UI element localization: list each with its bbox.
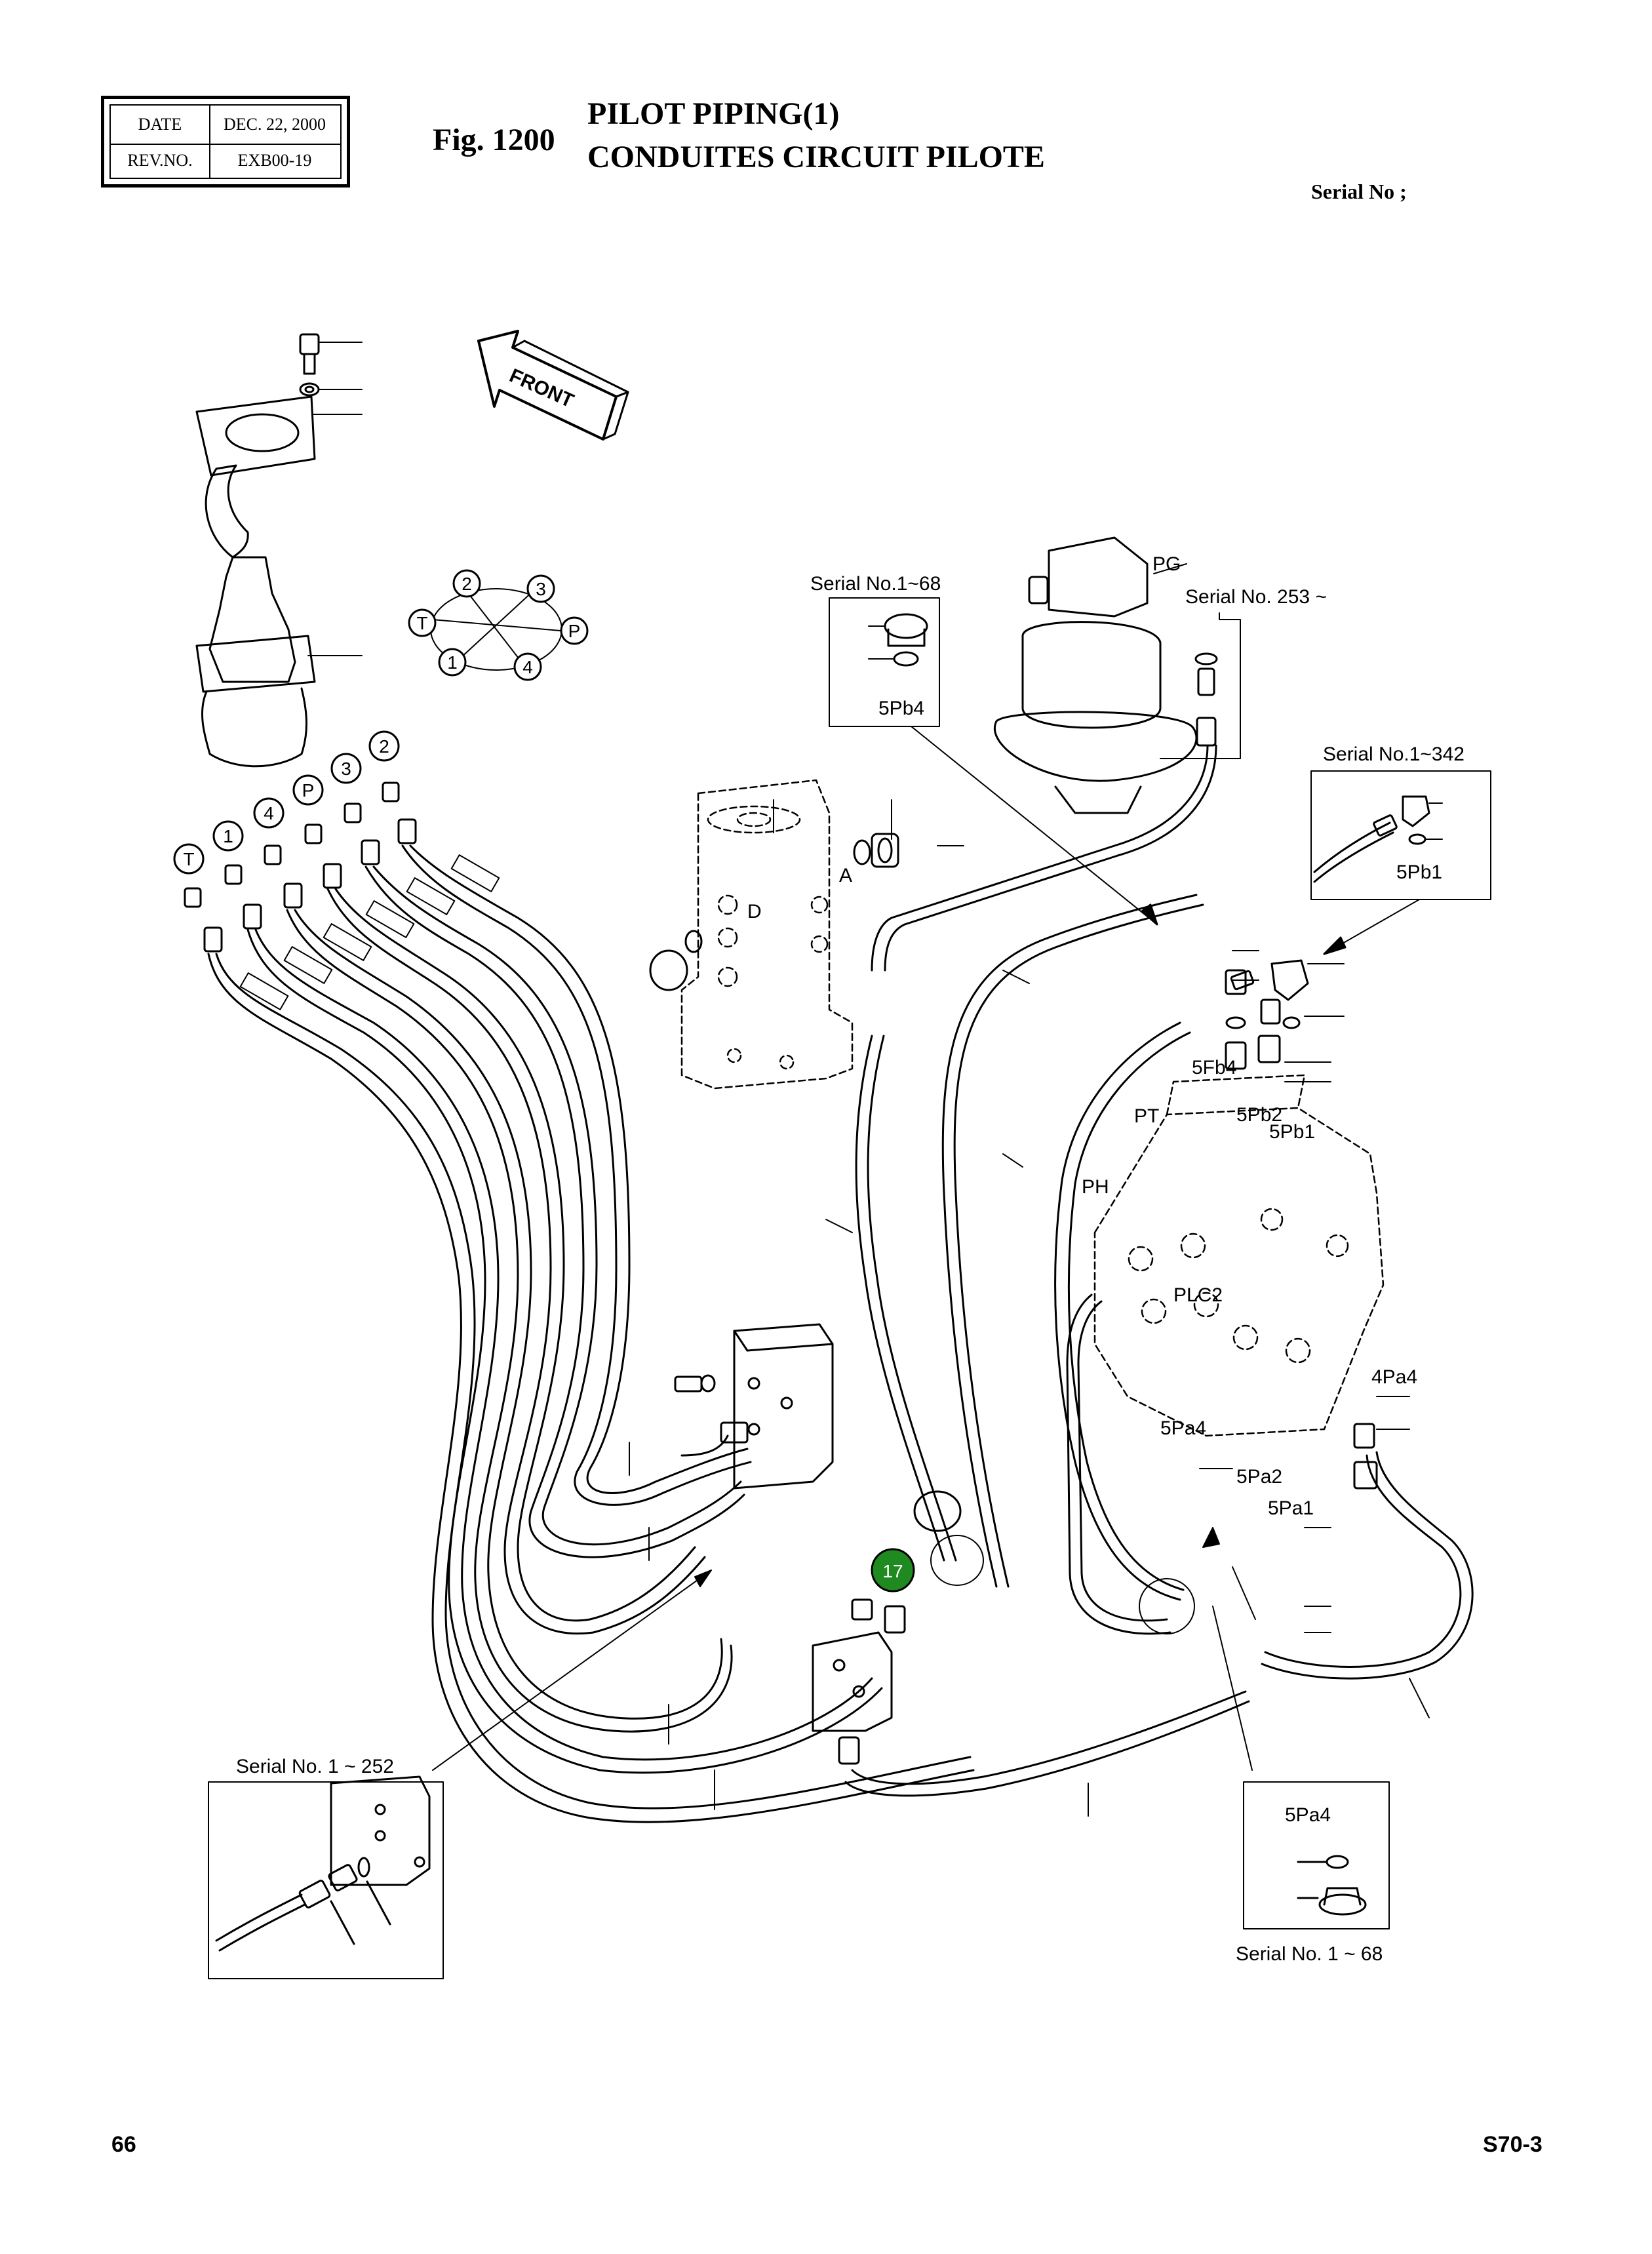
port-layout-diagram: 2 3 T P 1 4 bbox=[408, 569, 589, 681]
rev-label: REV.NO. bbox=[127, 151, 193, 170]
inset-title: Serial No. 1 ~ 252 bbox=[236, 1756, 394, 1777]
front-arrow: FRONT bbox=[477, 330, 629, 441]
callout-5pa2: 5Pa2 bbox=[1236, 1466, 1282, 1488]
inset-title: Serial No. 253 ~ bbox=[1185, 586, 1327, 608]
inset-serial-1-252: Serial No. 1 ~ 252 bbox=[208, 1756, 444, 1979]
callout-5fb4: 5Fb4 bbox=[1192, 1057, 1236, 1078]
page-number: 66 bbox=[111, 2132, 136, 2157]
callout-5pa4: 5Pa4 bbox=[1160, 1417, 1206, 1439]
rev-value: EXB00-19 bbox=[237, 151, 312, 170]
hose-port-label: 2 bbox=[379, 736, 389, 757]
inset-title: Serial No. 1 ~ 68 bbox=[1236, 1943, 1383, 1965]
part-marker-label: 17 bbox=[882, 1561, 903, 1581]
revision-info-box: DATE DEC. 22, 2000 REV.NO. EXB00-19 bbox=[101, 96, 350, 188]
callout-5pa1: 5Pa1 bbox=[1268, 1497, 1314, 1519]
date-value: DEC. 22, 2000 bbox=[224, 115, 326, 134]
page-title: PILOT PIPING(1) bbox=[587, 96, 840, 131]
callout-pg: PG bbox=[1152, 553, 1181, 575]
control-valve bbox=[1093, 1074, 1385, 1437]
callout-ph: PH bbox=[1082, 1176, 1109, 1198]
joystick-hoses bbox=[184, 781, 975, 1823]
inset-title: Serial No.1~342 bbox=[1323, 743, 1465, 765]
callout-pt: PT bbox=[1134, 1105, 1159, 1127]
swivel-joint bbox=[680, 779, 854, 1090]
callout-5pb2: 5Pb2 bbox=[1236, 1104, 1282, 1126]
figure-number: Fig. 1200 bbox=[433, 123, 555, 157]
inset-label: 5Pa4 bbox=[1285, 1804, 1331, 1826]
valve-callouts: 5Fb4 PT 5Pb2 5Pb1 PH PLC2 4Pa4 5Pa4 5Pa2… bbox=[1082, 1057, 1417, 1519]
inset-label: 5Pb4 bbox=[878, 698, 924, 719]
swing-motor: PG bbox=[994, 536, 1198, 814]
part-leader-lines bbox=[629, 799, 1430, 1817]
date-label: DATE bbox=[138, 115, 182, 134]
callout-5pb1: 5Pb1 bbox=[1269, 1121, 1315, 1143]
swivel-port-a: A bbox=[839, 865, 852, 886]
serial-number-label: Serial No ; bbox=[1311, 180, 1407, 203]
control-valve-fittings bbox=[1225, 959, 1309, 1070]
inset-serial-1-68-top: Serial No.1~68 5Pb4 bbox=[810, 573, 1158, 926]
model-code: S70-3 bbox=[1483, 2132, 1543, 2157]
hose-port-label: 1 bbox=[223, 826, 233, 846]
callout-4pa4: 4Pa4 bbox=[1371, 1366, 1417, 1388]
joystick-assembly bbox=[195, 333, 363, 768]
part-marker-17: 17 bbox=[871, 1548, 915, 1592]
port-label: T bbox=[416, 613, 427, 633]
swivel-fittings: D A bbox=[649, 833, 899, 991]
hose-port-label: P bbox=[302, 780, 315, 801]
leader-arrows bbox=[432, 1527, 1256, 1771]
port-label: 2 bbox=[462, 574, 472, 594]
inset-serial-1-342: Serial No.1~342 5Pb1 bbox=[1310, 743, 1491, 955]
callout-plc2: PLC2 bbox=[1173, 1284, 1223, 1306]
inset-title: Serial No.1~68 bbox=[810, 573, 941, 595]
port-label: 3 bbox=[536, 579, 546, 599]
port-label: P bbox=[568, 621, 581, 641]
port-label: 1 bbox=[447, 652, 458, 673]
hose-port-markers: T 1 4 P 3 2 bbox=[173, 730, 400, 875]
port-label: 4 bbox=[522, 657, 533, 677]
hose-port-label: 3 bbox=[341, 759, 351, 779]
valve-hoses bbox=[844, 894, 1474, 1797]
swivel-port-d: D bbox=[747, 901, 762, 922]
hose-port-label: T bbox=[183, 849, 194, 869]
inset-serial-253: Serial No. 253 ~ bbox=[871, 586, 1327, 972]
manifold-block-lower bbox=[812, 1490, 1195, 1765]
hose-port-label: 4 bbox=[264, 803, 274, 823]
inset-serial-1-68-bottom: 5Pa4 Serial No. 1 ~ 68 bbox=[1236, 1781, 1390, 1965]
manifold-block-upper bbox=[674, 1323, 834, 1490]
inset-label: 5Pb1 bbox=[1396, 861, 1442, 883]
page-subtitle: CONDUITES CIRCUIT PILOTE bbox=[587, 140, 1045, 174]
